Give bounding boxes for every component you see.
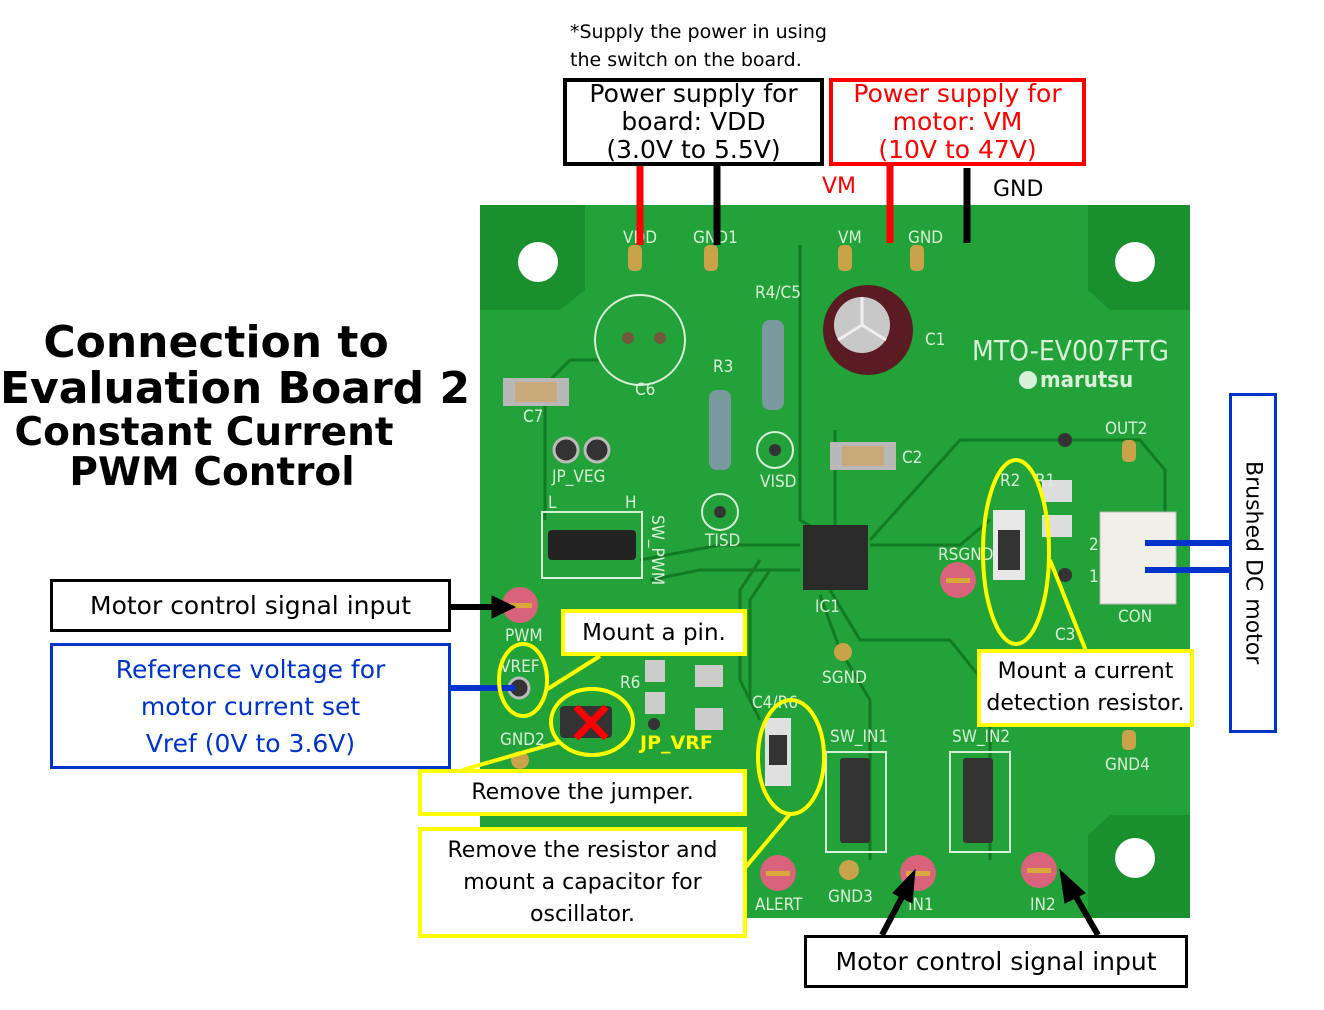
silk-gnd4: GND4 (1105, 755, 1150, 775)
silk-r6: R6 (620, 673, 640, 693)
current-resistor-callout: Mount a current detection resistor. (977, 649, 1194, 727)
silk-c7: C7 (523, 407, 543, 427)
title-line-4: PWM Control (69, 450, 355, 495)
callout-text: detection resistor. (986, 691, 1185, 716)
vdd-line: (3.0V to 5.5V) (606, 135, 781, 164)
silk-c6: C6 (635, 380, 655, 400)
title-line-1: Connection to (43, 317, 389, 368)
remove-jumper-callout: Remove the jumper. (418, 769, 747, 816)
silk-tisd: TISD (704, 531, 740, 551)
silk-c3: C3 (1055, 625, 1075, 645)
dc-motor-box: Brushed DC motor (1229, 393, 1277, 733)
gnd-wire-label: GND (993, 177, 1044, 202)
vref-highlight (497, 642, 549, 718)
callout-text: Mount a current (997, 659, 1174, 684)
silk-sgnd: SGND (822, 668, 867, 688)
silk-gnd2: GND2 (500, 730, 545, 750)
silk-c2: C2 (902, 448, 922, 468)
jp-vrf-label: JP_VRF (640, 732, 713, 754)
silk-vm: VM (838, 228, 862, 248)
remove-x-icon (573, 704, 609, 741)
vm-line: motor: VM (892, 107, 1023, 136)
callout-text: mount a capacitor for (463, 869, 702, 895)
vm-supply-box: Power supply for motor: VM (10V to 47V) (829, 78, 1086, 166)
vdd-line: Power supply for (589, 79, 798, 108)
mounting-hole (1115, 242, 1155, 282)
power-note: *Supply the power in using the switch on… (570, 18, 827, 74)
r2-highlight (981, 458, 1051, 646)
silk-gnd3: GND3 (828, 887, 873, 907)
callout-text: Vref (0V to 3.6V) (145, 728, 356, 758)
callout-text: Reference voltage for (115, 654, 386, 684)
silk-rsgnd: RSGND (938, 545, 993, 565)
silk-pwm: PWM (505, 626, 543, 646)
callout-text: motor current set (140, 691, 361, 721)
motor-connector (1099, 511, 1177, 605)
callout-text: Remove the jumper. (471, 780, 694, 805)
vm-line: Power supply for (853, 79, 1062, 108)
callout-text: oscillator. (530, 901, 635, 927)
mounting-hole (518, 242, 558, 282)
board-model: MTO-EV007FTG (972, 334, 1169, 367)
silk-sw-pwm: SW_PWM (647, 515, 667, 585)
silk-c1: C1 (925, 330, 945, 350)
silk-pin2: 2 (1089, 535, 1099, 555)
silk-alert: ALERT (755, 895, 803, 915)
remove-resistor-callout: Remove the resistor and mount a capacito… (418, 827, 747, 938)
silk-in2: IN2 (1030, 895, 1056, 915)
silk-con: CON (1118, 607, 1152, 627)
arrow-icon (892, 868, 916, 904)
title-line-2: Evaluation Board 2 (0, 363, 471, 414)
mount-pin-callout: Mount a pin. (561, 609, 747, 656)
ic1-chip (803, 525, 868, 590)
board-brand: marutsu (1040, 368, 1133, 393)
callout-text: Mount a pin. (582, 619, 726, 646)
silk-in1: IN1 (908, 895, 934, 915)
mounting-hole (1115, 838, 1155, 878)
silk-sw-in1: SW_IN1 (830, 727, 888, 747)
silk-ic1: IC1 (815, 597, 840, 617)
silk-r3: R3 (713, 357, 733, 377)
arrow-icon (491, 595, 517, 619)
title-line-3: Constant Current (14, 410, 394, 455)
silk-jp-veg: JP_VEG (551, 467, 605, 487)
note-line: *Supply the power in using (570, 21, 827, 43)
note-line: the switch on the board. (570, 49, 802, 71)
silk-c4r6: C4/R6 (752, 693, 798, 713)
jumper-highlight (549, 687, 635, 757)
motor-input-callout-bottom: Motor control signal input (804, 935, 1188, 988)
vm-line: (10V to 47V) (878, 135, 1037, 164)
vdd-supply-box: Power supply for board: VDD (3.0V to 5.5… (563, 78, 824, 166)
callout-text: Motor control signal input (835, 946, 1157, 976)
silk-pin1: 1 (1089, 567, 1099, 587)
silk-vref: VREF (500, 657, 540, 677)
vdd-line: board: VDD (621, 107, 766, 136)
vm-wire-label: VM (822, 174, 857, 199)
vref-callout: Reference voltage for motor current set … (50, 643, 451, 769)
callout-text: Remove the resistor and (447, 837, 718, 863)
silk-visd: VISD (760, 472, 796, 492)
silk-r4c5: R4/C5 (755, 283, 801, 303)
c4r6-highlight (756, 698, 826, 816)
silk-r2: R2 (1000, 471, 1020, 491)
marutsu-logo-icon (1019, 371, 1037, 389)
silk-sw-in2: SW_IN2 (952, 727, 1010, 747)
silk-h: H (625, 493, 637, 513)
silk-l: L (548, 493, 557, 513)
callout-text: Brushed DC motor (1240, 461, 1266, 665)
silk-out2: OUT2 (1105, 419, 1147, 439)
arrow-icon (1059, 868, 1086, 904)
motor-input-callout-left: Motor control signal input (50, 579, 451, 632)
callout-text: Motor control signal input (90, 590, 411, 620)
silk-gnd: GND (908, 228, 943, 248)
